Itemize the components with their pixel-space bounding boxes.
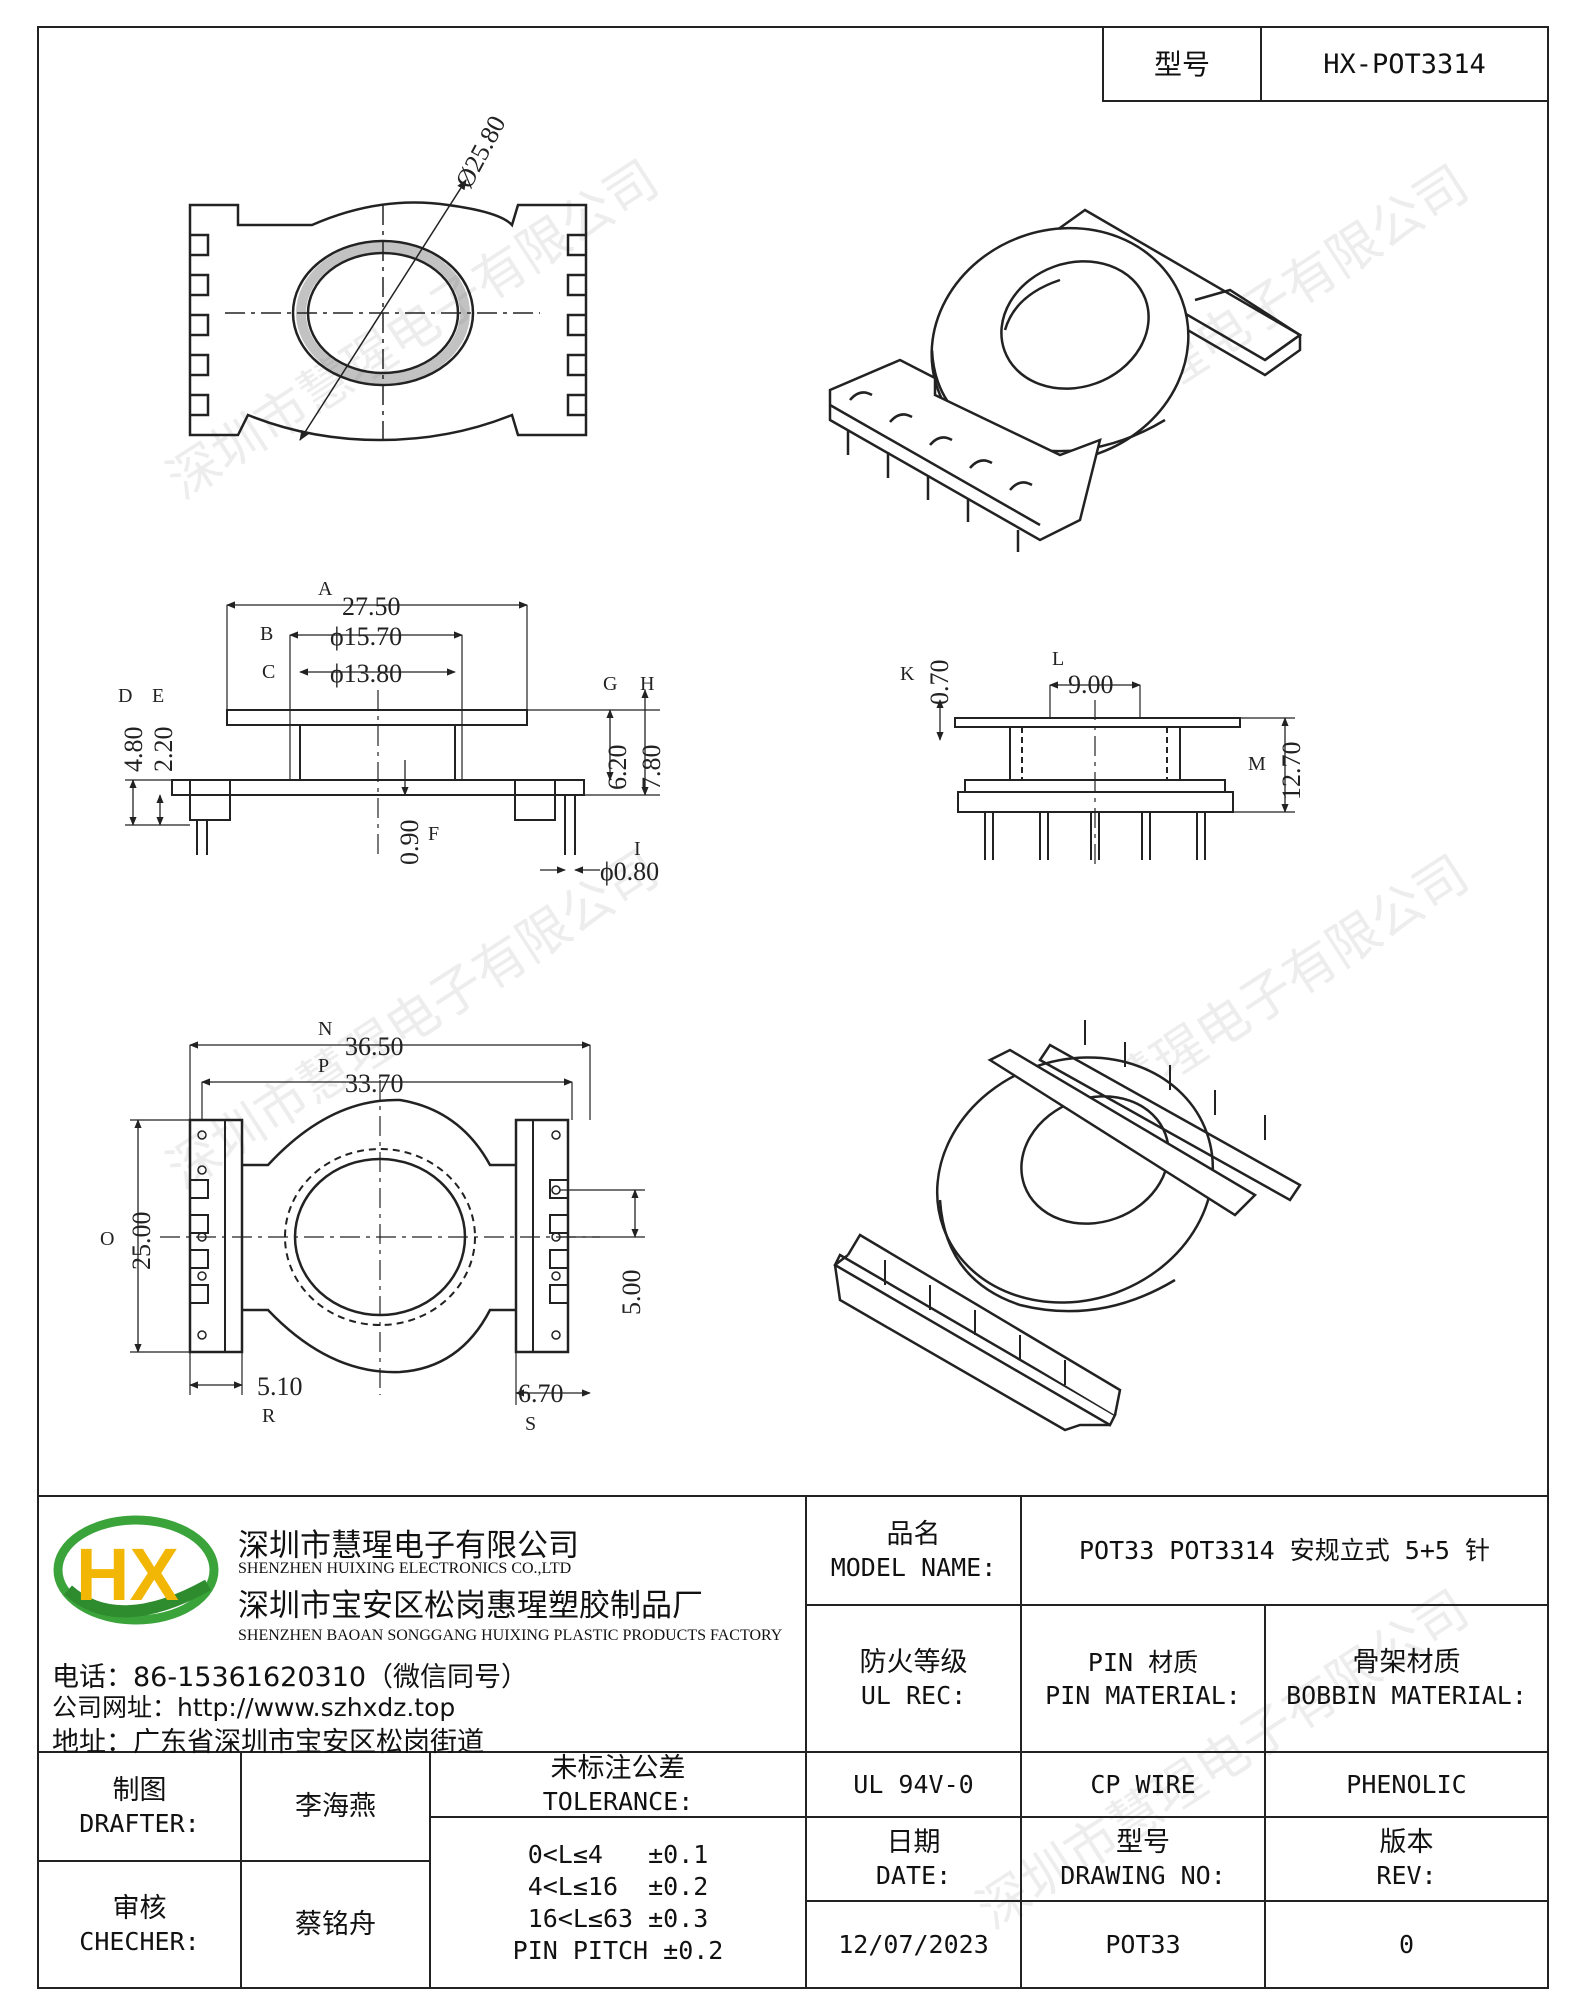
dim-label-r: R (262, 1405, 276, 1427)
dim-label-b: B (260, 623, 273, 645)
dim-value-r: 5.10 (257, 1372, 303, 1401)
factory-name-cn: 深圳市宝安区松岗惠瑆塑胶制品厂 (238, 1588, 703, 1624)
revision-label: 版本 REV: (1376, 1827, 1437, 1890)
bottom-view (130, 1041, 645, 1405)
drawing-no-label: 型号 DRAWING NO: (1060, 1827, 1226, 1890)
dim-label-c: C (262, 661, 275, 683)
company-name-en: SHENZHEN HUIXING ELECTRONICS CO.,LTD (238, 1560, 572, 1577)
dim-label-p: P (318, 1055, 329, 1077)
revision-value: 0 (1398, 1930, 1415, 1959)
drafter-label: 制图 DRAFTER: (79, 1774, 200, 1838)
dim-value-c: ϕ13.80 (330, 659, 402, 688)
pin-material-value: CP WIRE (1090, 1770, 1196, 1799)
dim-diameter-top: Ø25.80 (450, 111, 512, 193)
isometric-view-top (828, 208, 1303, 552)
dim-label-f: F (428, 823, 439, 845)
tolerance-line: 16<L≤63 ±0.3 (527, 1903, 709, 1933)
bobbin-material-value: PHENOLIC (1346, 1770, 1467, 1799)
model-value: HX-POT3314 (1323, 48, 1486, 80)
isometric-view-bottom (833, 1020, 1302, 1432)
model-label: 型号 (1153, 47, 1210, 81)
dim-label-l: L (1052, 648, 1064, 670)
dim-value-g: 6.20 (603, 745, 632, 791)
dim-value-m: 12.70 (1277, 742, 1306, 801)
date-value: 12/07/2023 (838, 1930, 989, 1959)
dim-value-d: 4.80 (119, 727, 148, 773)
dim-label-n: N (318, 1018, 332, 1040)
tolerance-values: 0<L≤4 ±0.1 4<L≤16 ±0.2 16<L≤63 ±0.3 PIN … (430, 1817, 806, 1988)
tolerance-label: 未标注公差 TOLERANCE: (542, 1752, 694, 1816)
logo-text: HX (76, 1533, 179, 1616)
technical-drawing: Ø25.80 (100, 111, 1306, 1435)
dim-value-o: 25.00 (127, 1212, 156, 1271)
checker-label: 审核 CHECHER: (79, 1892, 200, 1956)
dim-label-e: E (152, 685, 164, 707)
dim-value-h: 7.80 (637, 745, 666, 791)
tolerance-line: 0<L≤4 ±0.1 (527, 1839, 709, 1869)
tolerance-line: 4<L≤16 ±0.2 (527, 1871, 709, 1901)
dim-value-l: 9.00 (1068, 670, 1114, 699)
model-name-label: 品名 MODEL NAME: (830, 1518, 997, 1582)
company-address: 地址：广东省深圳市宝安区松岗街道 (52, 1727, 484, 1758)
front-view (936, 681, 1295, 870)
company-name-cn: 深圳市慧瑆电子有限公司 (238, 1528, 579, 1564)
dim-value-e: 2.20 (149, 727, 178, 773)
dim-label-g: G (603, 673, 617, 695)
dim-label-a: A (318, 578, 333, 600)
company-phone: 电话：86-15361620310（微信同号） (52, 1662, 529, 1693)
dim-value-f: 0.90 (395, 820, 424, 866)
dim-label-o: O (100, 1228, 114, 1250)
fire-rating-value: UL 94V-0 (853, 1770, 974, 1799)
dim-label-m: M (1248, 753, 1266, 775)
dim-label-h: H (640, 673, 654, 695)
company-website: 公司网址：http://www.szhxdz.top (52, 1693, 456, 1722)
side-view (125, 601, 660, 874)
top-view (188, 179, 588, 442)
dim-label-k: K (900, 663, 915, 685)
dim-value-a: 27.50 (342, 592, 401, 621)
date-label: 日期 DATE: (875, 1827, 952, 1890)
company-logo: HX (53, 1515, 219, 1625)
dim-label-d: D (118, 685, 132, 707)
drawing-no-value: POT33 (1105, 1930, 1181, 1959)
dim-value-p: 33.70 (345, 1069, 404, 1098)
dim-value-q: 5.00 (617, 1270, 646, 1316)
dim-label-s: S (525, 1413, 536, 1435)
dim-value-k: 0.70 (925, 660, 954, 706)
dim-value-b: ϕ15.70 (330, 622, 402, 651)
dim-label-i: I (634, 838, 641, 860)
tolerance-line: PIN PITCH ±0.2 (512, 1935, 724, 1965)
model-name-value: POT33 POT3314 安规立式 5+5 针 (1079, 1536, 1490, 1565)
pin-material-label: PIN 材质 PIN MATERIAL: (1045, 1647, 1241, 1710)
bobbin-material-label: 骨架材质 BOBBIN MATERIAL: (1286, 1646, 1527, 1710)
dim-value-i: ϕ0.80 (600, 857, 659, 886)
factory-name-en: SHENZHEN BAOAN SONGGANG HUIXING PLASTIC … (238, 1627, 783, 1644)
dim-value-s: 6.70 (518, 1379, 564, 1408)
drafter-value: 李海燕 (295, 1791, 376, 1822)
fire-rating-label: 防火等级 UL REC: (859, 1646, 968, 1710)
checker-value: 蔡铭舟 (295, 1909, 376, 1940)
dim-value-n: 36.50 (345, 1032, 404, 1061)
